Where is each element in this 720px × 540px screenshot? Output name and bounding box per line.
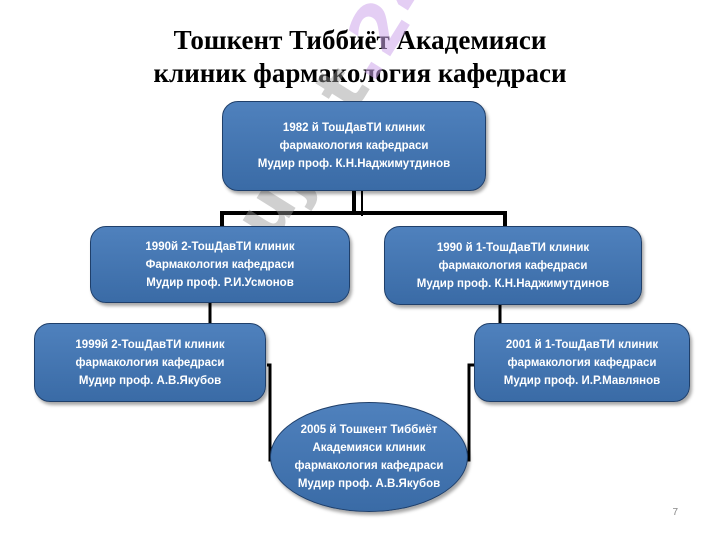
node-2005-line-1: 2005 й Тошкент Тиббиёт (300, 424, 438, 436)
node-2001-line-1: 2001 й 1-ТошДавТИ клиник (505, 338, 659, 351)
node-1990a-line-1: 1990й 2-ТошДавТИ клиник (145, 240, 295, 253)
node-1982: 1982 й ТошДавТИ клиник фармакология кафе… (222, 101, 486, 191)
node-2005: 2005 й Тошкент Тиббиёт Академияси клиник… (270, 402, 468, 512)
node-1999-line-2: фармакология кафедраси (75, 356, 225, 369)
node-1982-line-2: фармакология кафедраси (279, 140, 429, 152)
node-2001-line-3: Мудир проф. И.Р.Мавлянов (503, 374, 661, 387)
node-1990b-line-2: фармакология кафедраси (438, 259, 588, 272)
node-1982-line-1: 1982 й ТошДавТИ клиник (282, 122, 426, 134)
node-1990a-line-3: Мудир проф. Р.И.Усмонов (146, 276, 294, 289)
node-1982-line-3: Мудир проф. К.Н.Наджимутдинов (257, 158, 451, 170)
node-1999-line-1: 1999й 2-ТошДавТИ клиник (75, 338, 225, 351)
node-1999-line-3: Мудир проф. А.В.Якубов (78, 374, 222, 387)
node-1990b-line-1: 1990 й 1-ТошДавТИ клиник (436, 241, 590, 254)
node-1990b-line-3: Мудир проф. К.Н.Наджимутдинов (416, 277, 610, 290)
title-line-1: Тошкент Тиббиёт Академияси (173, 25, 547, 55)
node-2005-line-2: Академияси клиник (312, 442, 426, 454)
node-2001: 2001 й 1-ТошДавТИ клиник фармакология ка… (474, 323, 690, 402)
node-1990a-line-2: Фармакология кафедраси (145, 258, 295, 271)
node-1990-2-toshdavti: 1990й 2-ТошДавТИ клиник Фармакология каф… (90, 226, 350, 303)
node-1990-1-toshdavti: 1990 й 1-ТошДавТИ клиник фармакология ка… (384, 226, 642, 305)
node-2001-line-2: фармакология кафедраси (507, 356, 657, 369)
page-number: 7 (672, 507, 678, 518)
title-line-2: клиник фармакология кафедраси (153, 58, 567, 88)
connector-root-split (220, 190, 356, 228)
node-1999: 1999й 2-ТошДавТИ клиник фармакология каф… (34, 323, 266, 402)
connector-root-split-right (354, 211, 507, 228)
node-2005-line-3: фармакология кафедраси (294, 460, 444, 472)
slide-title: Тошкент Тиббиёт Академияси клиник фармак… (0, 24, 720, 90)
node-2005-line-4: Мудир проф. А.В.Якубов (297, 478, 441, 490)
